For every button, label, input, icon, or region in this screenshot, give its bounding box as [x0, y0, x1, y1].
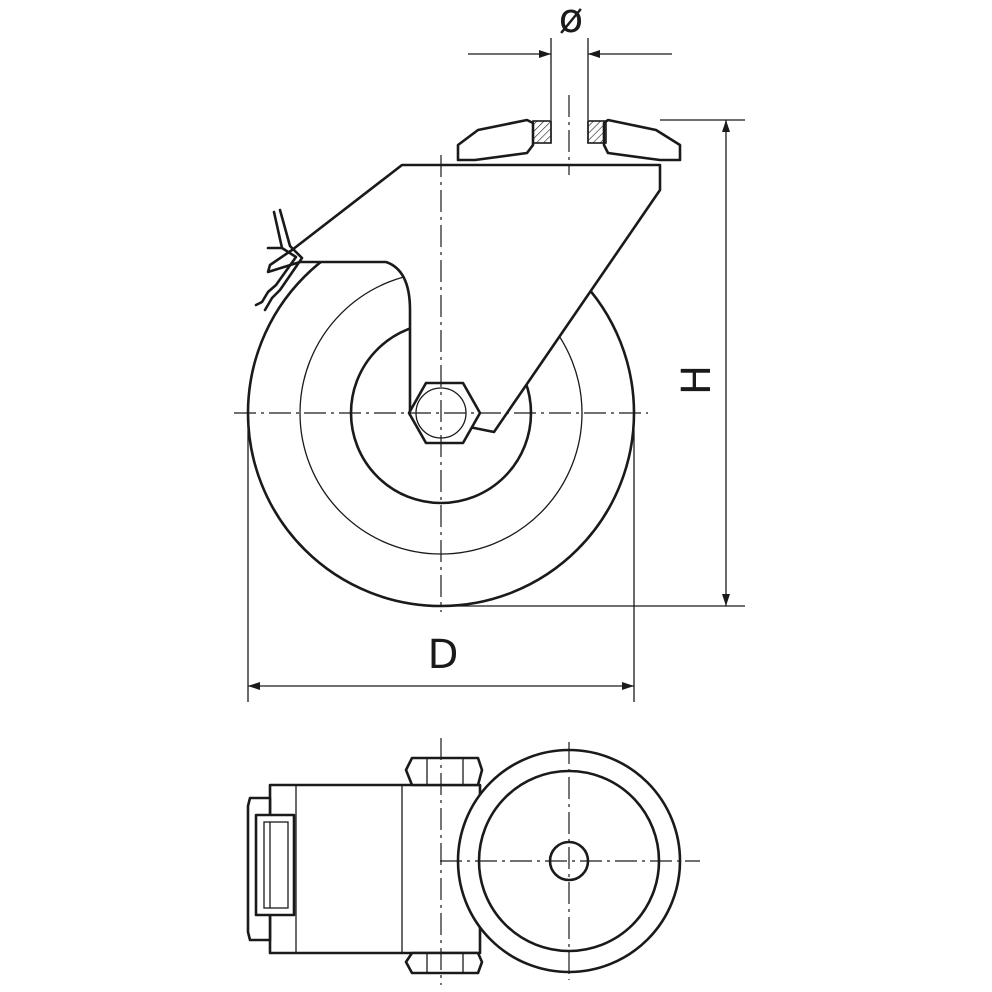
plate-left-half [456, 118, 535, 162]
side-view [234, 95, 682, 612]
nut-bottom-outline [404, 951, 484, 975]
nut-top-outline [404, 756, 484, 787]
brake-pad-inner [263, 821, 289, 909]
bottom-view [246, 738, 700, 985]
dimension-height: H [441, 119, 745, 607]
height-label: H [674, 365, 720, 395]
dimension-diameter: ø [468, 0, 672, 120]
housing-body [268, 783, 482, 955]
brake-lever-inner [263, 208, 304, 312]
bottom-nut [404, 951, 484, 975]
diameter-symbol-label: ø [559, 0, 583, 42]
bolt-hole-section-right [587, 120, 607, 144]
dimension-wheel-diameter: D [247, 430, 635, 702]
brake-lever [254, 208, 304, 312]
wheel-diameter-label: D [428, 632, 459, 678]
bolt-hole-section-left [532, 120, 552, 144]
plate-right-half [602, 118, 682, 162]
top-nut [404, 756, 484, 787]
top-mounting-plate [456, 118, 682, 162]
